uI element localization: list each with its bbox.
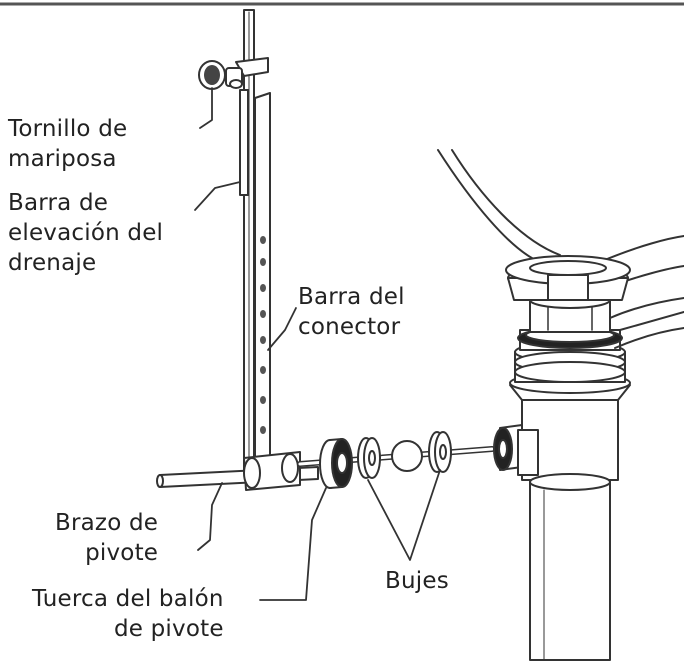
drain-lift-rod [239, 89, 249, 196]
leader-bushings [367, 469, 441, 561]
leader-lines [194, 87, 441, 601]
leader-pivot-nut [259, 487, 327, 601]
label-connector-rod: Barra del conector [298, 284, 405, 340]
pivot-ball [391, 440, 423, 472]
drain-body [517, 397, 619, 661]
label-pivot-nut: Tuerca del balón de pivote [32, 586, 224, 642]
spring-clip [243, 451, 301, 491]
bushing-1 [357, 437, 381, 479]
connector-bar [254, 92, 271, 466]
label-bushings: Bujes [385, 568, 449, 594]
drain-flange-stack [509, 291, 631, 401]
label-thumbscrew: Tornillo de mariposa [8, 116, 128, 172]
leader-pivot-arm [197, 482, 223, 551]
label-pivot-arm: Brazo de pivote [55, 510, 159, 566]
drain-top-flange [505, 255, 631, 301]
thumbscrew [198, 57, 269, 90]
label-lift-rod: Barra de elevación del drenaje [8, 190, 164, 276]
leader-lift-rod [194, 181, 241, 211]
bushing-2 [428, 431, 452, 473]
leader-connector [267, 307, 297, 351]
leader-thumbscrew [199, 87, 213, 129]
pivot-ball-nut [319, 438, 353, 489]
clevis-strap [243, 9, 255, 476]
drain-pivot-nut [493, 424, 523, 471]
sink-counter [437, 149, 684, 349]
